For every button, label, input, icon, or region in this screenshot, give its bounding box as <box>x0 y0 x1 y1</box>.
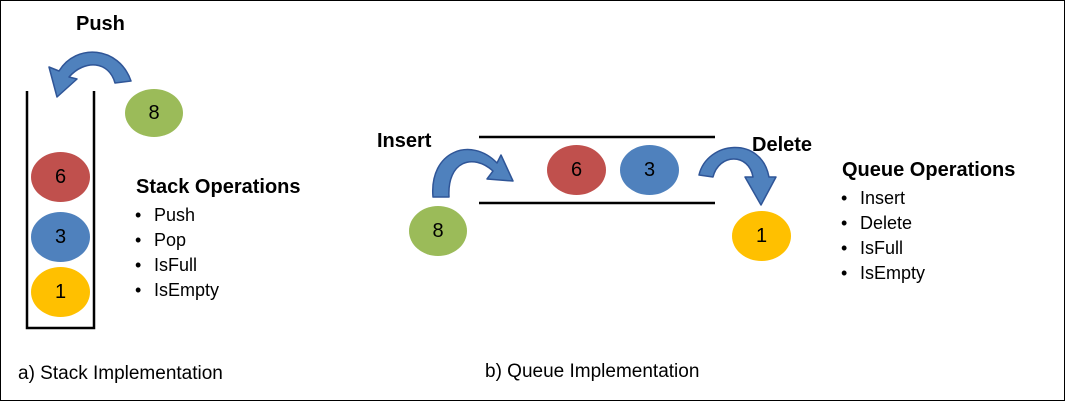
queue-incoming-ball: 8 <box>409 206 467 256</box>
insert-label: Insert <box>377 130 432 152</box>
stack-ops-list: Push Pop IsFull IsEmpty <box>134 203 219 303</box>
stack-op-push: Push <box>134 203 219 228</box>
delete-label: Delete <box>752 134 813 156</box>
stack-incoming-ball: 8 <box>125 89 183 137</box>
insert-arrow-icon <box>432 148 514 198</box>
delete-arrow-icon <box>698 146 777 206</box>
queue-caption: b) Queue Implementation <box>485 361 700 382</box>
push-arrow-icon <box>48 51 132 98</box>
stack-caption: a) Stack Implementation <box>18 363 223 384</box>
queue-item-3: 3 <box>620 145 679 195</box>
stack-item-1: 1 <box>31 267 90 317</box>
stack-item-6: 6 <box>31 152 90 202</box>
stack-ops-title: Stack Operations <box>136 176 301 198</box>
queue-op-isempty: IsEmpty <box>840 261 925 286</box>
push-label: Push <box>76 13 125 35</box>
stack-op-pop: Pop <box>134 228 219 253</box>
queue-op-delete: Delete <box>840 211 925 236</box>
queue-outgoing-ball: 1 <box>732 211 791 261</box>
queue-item-6: 6 <box>547 145 606 195</box>
stack-container <box>25 91 96 330</box>
stack-op-isfull: IsFull <box>134 253 219 278</box>
queue-op-insert: Insert <box>840 186 925 211</box>
queue-ops-title: Queue Operations <box>842 159 1016 181</box>
stack-item-3: 3 <box>31 212 90 262</box>
queue-ops-list: Insert Delete IsFull IsEmpty <box>840 186 925 286</box>
stack-op-isempty: IsEmpty <box>134 278 219 303</box>
queue-op-isfull: IsFull <box>840 236 925 261</box>
